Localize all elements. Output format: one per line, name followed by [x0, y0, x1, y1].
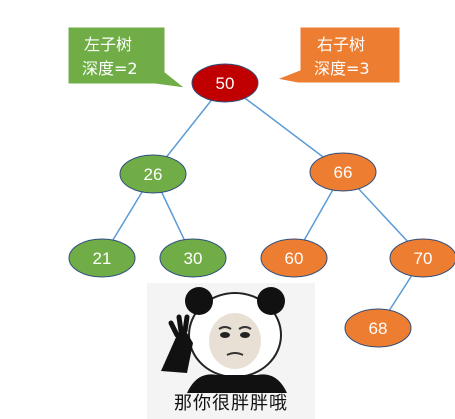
- left-callout-depth: 深度=2: [82, 59, 138, 78]
- tree-node-label: 50: [216, 74, 235, 93]
- tree-node-70: 70: [389, 238, 455, 278]
- tree-node-shape: [119, 154, 187, 194]
- tree-node-50: 50: [191, 63, 259, 103]
- tree-node-shape: [191, 63, 259, 103]
- tree-node-shape: [68, 238, 136, 278]
- tree-node-shape: [309, 152, 377, 192]
- meme-caption: 那你很胖胖哦: [174, 393, 288, 414]
- right-callout-depth: 深度=3: [314, 59, 370, 78]
- left-callout-box: [67, 26, 187, 89]
- tree-node-label: 66: [334, 163, 353, 182]
- left-callout-title: 左子树: [84, 35, 132, 54]
- tree-node-30: 30: [159, 238, 227, 278]
- right-callout-box: [275, 26, 401, 84]
- tree-node-26: 26: [119, 154, 187, 194]
- tree-node-label: 70: [414, 249, 433, 268]
- tree-node-shape: [159, 238, 227, 278]
- tree-node-label: 21: [93, 249, 112, 268]
- right-callout-title: 右子树: [317, 35, 365, 54]
- tree-node-68: 68: [344, 308, 412, 348]
- tree-node-label: 68: [369, 319, 388, 338]
- tree-node-shape: [389, 238, 455, 278]
- left-subtree-callout: 左子树 深度=2: [67, 26, 187, 89]
- tree-node-21: 21: [68, 238, 136, 278]
- tree-node-label: 60: [285, 249, 304, 268]
- tree-node-shape: [260, 238, 328, 278]
- tree-node-shape: [344, 308, 412, 348]
- tree-node-66: 66: [309, 152, 377, 192]
- tree-node-label: 26: [144, 165, 163, 184]
- tree-node-60: 60: [260, 238, 328, 278]
- panda-meme: 那你很胖胖哦: [147, 283, 315, 419]
- panda-face-icon: [161, 287, 287, 393]
- tree-node-label: 30: [184, 249, 203, 268]
- tree-nodes: 50 26 66 21 30 60 70 68: [68, 63, 455, 348]
- right-subtree-callout: 右子树 深度=3: [275, 26, 401, 84]
